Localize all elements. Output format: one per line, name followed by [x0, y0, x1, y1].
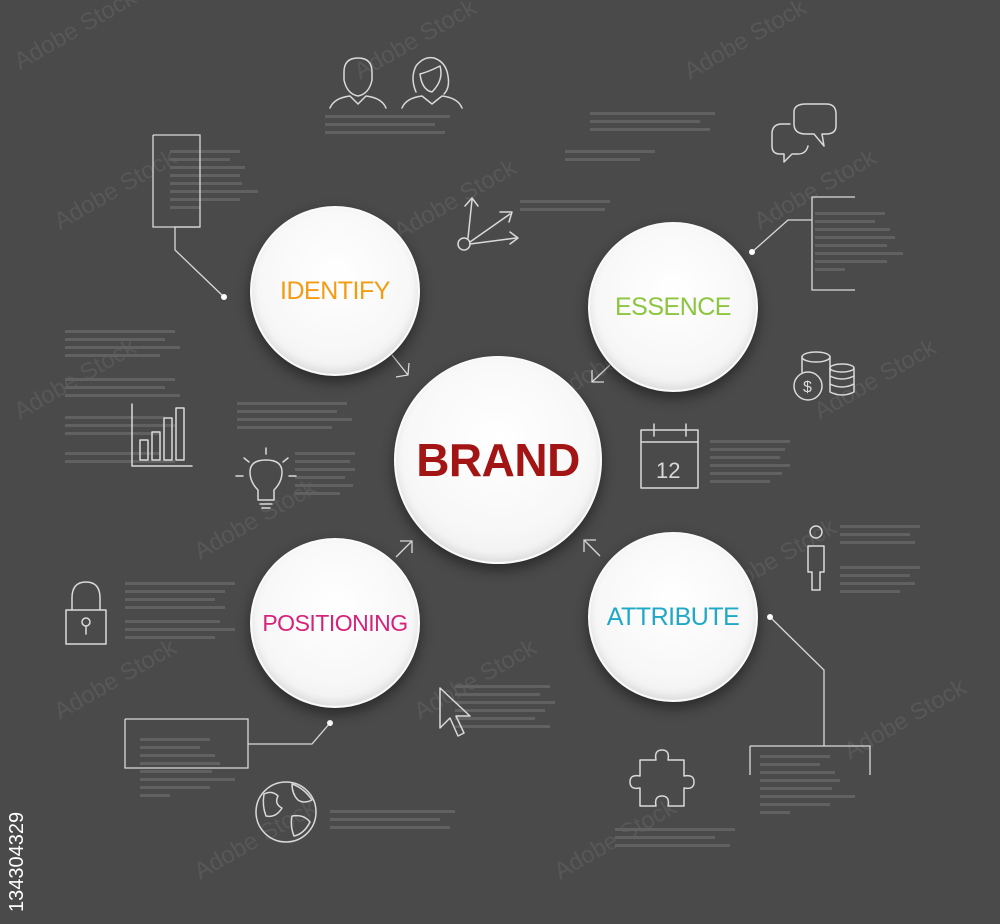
essence-label: ESSENCE — [615, 292, 731, 321]
watermark-text: Adobe Stock — [680, 0, 812, 85]
attribute-connector — [769, 616, 825, 746]
man-icon — [329, 57, 387, 109]
coins-icon: $ — [793, 351, 855, 401]
positioning-circle[interactable]: POSITIONING — [250, 538, 420, 708]
person-icon — [807, 525, 825, 591]
arrow-essence-to-brand — [591, 364, 611, 383]
calendar-day: 12 — [656, 458, 680, 483]
arrow-attribute-to-brand — [583, 539, 601, 557]
attribute-label: ATTRIBUTE — [606, 602, 740, 631]
watermark-text: Adobe Stock — [350, 0, 482, 85]
speech-bubbles-icon — [771, 103, 837, 163]
positioning-dot — [327, 720, 333, 726]
identify-circle[interactable]: IDENTIFY — [250, 206, 420, 376]
watermark-text: Adobe Stock — [10, 0, 142, 75]
arrow-identify-to-brand — [391, 354, 410, 378]
svg-text:$: $ — [803, 379, 812, 396]
attribute-circle[interactable]: ATTRIBUTE — [588, 532, 758, 702]
arrows-icon — [457, 197, 519, 251]
essence-dot — [749, 249, 755, 255]
calendar-icon: 12 — [640, 423, 699, 489]
watermark-side-id: 134304329 — [6, 811, 28, 912]
positioning-connector — [248, 722, 331, 745]
essence-circle[interactable]: ESSENCE — [588, 222, 758, 392]
watermark-text: Adobe Stock — [50, 143, 182, 235]
globe-icon — [255, 781, 317, 843]
attribute-bracket — [750, 745, 871, 775]
puzzle-icon — [629, 749, 695, 807]
watermark-text: Adobe Stock — [390, 153, 522, 245]
cursor-icon — [439, 687, 471, 737]
bar-chart-icon — [131, 403, 193, 467]
identify-label: IDENTIFY — [280, 276, 390, 305]
identify-dot — [221, 294, 227, 300]
connector-lines — [124, 134, 871, 775]
attribute-dot — [767, 614, 773, 620]
brand-label: BRAND — [416, 434, 580, 486]
watermark-text: Adobe Stock — [550, 793, 682, 885]
brand-circle[interactable]: BRAND — [394, 356, 602, 564]
essence-connector — [751, 219, 812, 253]
positioning-bracket — [124, 718, 249, 769]
watermark-text: Adobe Stock — [50, 633, 182, 725]
arrow-positioning-to-brand — [395, 540, 413, 558]
outline-icons: $ 12 — [65, 56, 855, 843]
watermark-text: Adobe Stock — [190, 793, 322, 885]
identify-bracket — [152, 135, 200, 228]
watermark-text: Adobe Stock — [840, 673, 972, 765]
filler-text-layer — [65, 112, 920, 847]
woman-icon — [401, 56, 463, 109]
lock-icon — [65, 581, 107, 645]
lightbulb-icon — [235, 447, 297, 509]
essence-bracket — [811, 196, 855, 291]
positioning-label: POSITIONING — [262, 609, 408, 636]
